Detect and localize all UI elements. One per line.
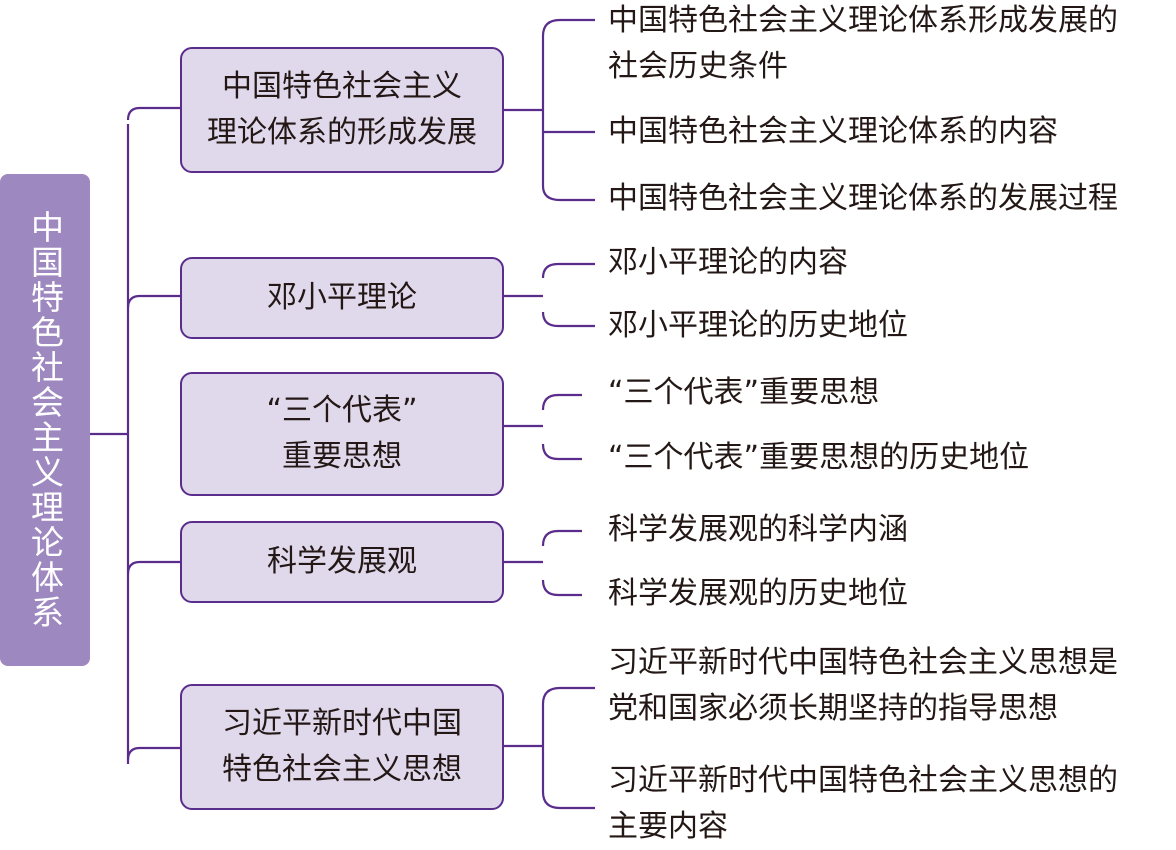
branch-node[interactable]: 科学发展观 (180, 521, 504, 603)
branch-label-line: 邓小平理论 (267, 280, 417, 315)
leaf-line: 科学发展观的科学内涵 (608, 512, 908, 547)
connector-b1 (504, 262, 595, 328)
connector-b0 (504, 18, 595, 202)
leaf-node[interactable]: 科学发展观的历史地位 (608, 571, 908, 617)
leaf-line: 中国特色社会主义理论体系的发展过程 (608, 181, 1118, 216)
connector-b2 (504, 393, 582, 461)
connector-branch-4 (126, 746, 180, 761)
branch-node[interactable]: 中国特色社会主义 理论体系的形成发展 (180, 47, 504, 173)
leaf-line: 党和国家必须长期坚持的指导思想 (608, 691, 1058, 726)
root-label: 中国特色社会主义理论体系 (25, 210, 65, 630)
leaf-line: “三个代表”重要思想 (608, 375, 880, 410)
branch-label-line: 重要思想 (282, 439, 402, 474)
leaf-line: 中国特色社会主义理论体系形成发展的 (608, 3, 1118, 38)
leaf-line: 科学发展观的历史地位 (608, 576, 908, 611)
leaf-line: 邓小平理论的历史地位 (608, 308, 908, 343)
leaf-line: 主要内容 (608, 809, 728, 844)
branch-label-line: 科学发展观 (267, 544, 417, 579)
leaf-node[interactable]: 科学发展观的科学内涵 (608, 507, 908, 553)
branch-node[interactable]: 习近平新时代中国 特色社会主义思想 (180, 684, 504, 810)
branch-label-line: 习近平新时代中国 (222, 706, 462, 741)
leaf-node[interactable]: 中国特色社会主义理论体系形成发展的 社会历史条件 (608, 0, 1118, 90)
leaf-line: 习近平新时代中国特色社会主义思想是 (608, 645, 1118, 680)
connector-branch-3 (126, 560, 180, 575)
branch-label-line: 理论体系的形成发展 (207, 115, 477, 150)
leaf-line: 习近平新时代中国特色社会主义思想的 (608, 763, 1118, 798)
branch-label-line: 中国特色社会主义 (222, 69, 462, 104)
leaf-node[interactable]: 中国特色社会主义理论体系的发展过程 (608, 176, 1118, 222)
leaf-line: “三个代表”重要思想的历史地位 (608, 440, 1030, 475)
branch-label-line: 特色社会主义思想 (222, 752, 462, 787)
leaf-line: 社会历史条件 (608, 49, 788, 84)
leaf-node[interactable]: 习近平新时代中国特色社会主义思想是 党和国家必须长期坚持的指导思想 (608, 640, 1118, 732)
root-node[interactable]: 中国特色社会主义理论体系 (0, 174, 90, 666)
connector-b4 (504, 686, 595, 810)
connector-b3 (504, 529, 582, 597)
leaf-node[interactable]: 邓小平理论的内容 (608, 240, 848, 286)
leaf-node[interactable]: “三个代表”重要思想 (608, 370, 879, 416)
branch-label-line: “三个代表” (266, 393, 418, 428)
leaf-node[interactable]: “三个代表”重要思想的历史地位 (608, 435, 1029, 481)
branch-node[interactable]: 邓小平理论 (180, 257, 504, 339)
connector-branch-1 (126, 294, 180, 309)
leaf-line: 中国特色社会主义理论体系的内容 (608, 114, 1058, 149)
branch-node[interactable]: “三个代表” 重要思想 (180, 372, 504, 496)
leaf-node[interactable]: 邓小平理论的历史地位 (608, 303, 908, 349)
leaf-node[interactable]: 习近平新时代中国特色社会主义思想的 主要内容 (608, 758, 1118, 850)
connector-branch-0 (126, 106, 180, 121)
leaf-line: 邓小平理论的内容 (608, 245, 848, 280)
leaf-node[interactable]: 中国特色社会主义理论体系的内容 (608, 109, 1058, 155)
